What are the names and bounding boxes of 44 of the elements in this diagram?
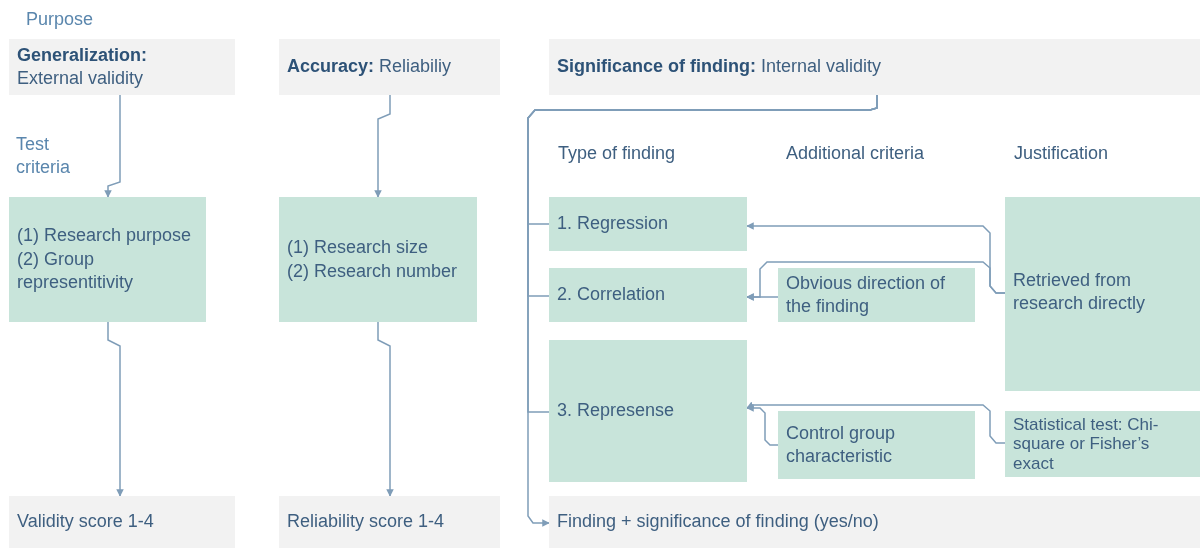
- node-text: 1. Regression: [557, 212, 670, 236]
- node-text: 2. Correlation: [557, 283, 667, 307]
- node-text: Finding + significance of finding (yes/no): [557, 510, 880, 534]
- criteria-box: [9, 197, 206, 322]
- column-heading: Additional criteria: [786, 142, 925, 165]
- column-heading: Type of finding: [558, 142, 676, 165]
- column-heading: Justification: [1014, 142, 1109, 165]
- node-text: (1) Research purpose: [17, 224, 193, 248]
- connector-arrow: [377, 321, 394, 497]
- connector-arrow: [107, 321, 124, 497]
- purpose-box: [549, 39, 1200, 95]
- criteria-box: [1005, 411, 1200, 477]
- node-text: Generalization: External validity: [17, 43, 149, 90]
- node-text: (2) Group representitivity: [17, 247, 135, 295]
- criteria-box: [778, 268, 975, 322]
- purpose-box: [9, 39, 235, 95]
- criteria-box: [549, 268, 747, 322]
- node-text: Accuracy: Reliabiliy: [287, 55, 453, 79]
- purpose-box: [549, 496, 1200, 548]
- node-text: (1) Research size: [287, 236, 430, 260]
- row-label: Test criteria: [16, 133, 71, 180]
- purpose-box: [279, 39, 500, 95]
- node-text: Reliability score 1-4: [287, 510, 446, 534]
- criteria-box: [549, 197, 747, 251]
- node-text: (2) Research number: [287, 259, 459, 283]
- purpose-box: [279, 496, 500, 548]
- connector-arrow: [746, 401, 1006, 444]
- connector-arrow: [746, 293, 779, 301]
- node-text: Retrieved from research directly: [1013, 269, 1147, 316]
- connector-arrow: [746, 404, 779, 446]
- node-text: Statistical test: Chi-square or Fisher’s exact: [1013, 414, 1160, 474]
- criteria-box: [549, 340, 747, 482]
- node-text: Control group characteristic: [786, 421, 897, 468]
- connector-arrow: [104, 94, 121, 198]
- connector-arrow: [374, 94, 391, 198]
- criteria-box: [778, 411, 975, 479]
- node-text: Validity score 1-4: [17, 510, 155, 534]
- criteria-box: [1005, 197, 1200, 391]
- row-label: Purpose: [26, 8, 94, 31]
- node-text: Obvious direction of the finding: [786, 271, 947, 318]
- node-text: Significance of finding: Internal validity: [557, 55, 883, 79]
- node-text: 3. Represense: [557, 399, 676, 423]
- purpose-box: [9, 496, 235, 548]
- criteria-box: [279, 197, 477, 322]
